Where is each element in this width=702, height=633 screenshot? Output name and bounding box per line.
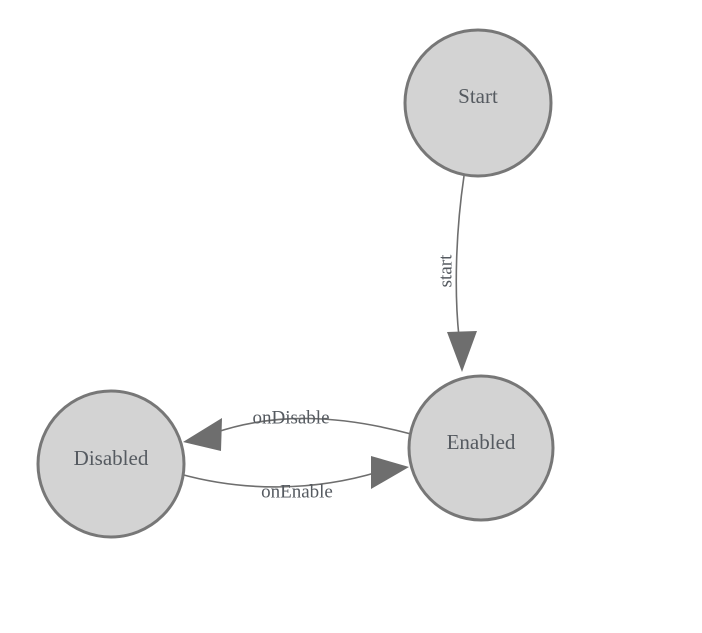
node-enabled[interactable]: Enabled	[407, 374, 555, 522]
edge-label-on-enable: onEnable	[261, 481, 333, 502]
node-disabled[interactable]: Disabled	[36, 389, 186, 539]
edge-enabled-to-disabled[interactable]	[183, 417, 412, 451]
node-enabled-circle	[407, 374, 555, 522]
edge-enabled-to-disabled-path	[213, 417, 412, 435]
edge-disabled-to-enabled-arrowhead	[371, 456, 409, 489]
node-start[interactable]: Start	[403, 28, 553, 178]
edge-start-to-enabled[interactable]	[447, 175, 477, 372]
edge-start-to-enabled-path	[455, 175, 465, 338]
node-disabled-label: Disabled	[74, 446, 149, 470]
node-disabled-circle	[36, 389, 186, 539]
edge-disabled-to-enabled[interactable]	[179, 456, 409, 489]
edge-start-to-enabled-arrowhead	[447, 331, 477, 372]
node-enabled-label: Enabled	[447, 430, 516, 454]
edge-label-on-disable: onDisable	[252, 407, 329, 428]
node-start-label: Start	[458, 84, 498, 108]
edge-disabled-to-enabled-path	[179, 471, 379, 488]
node-start-circle	[403, 28, 553, 178]
edge-label-start: start	[435, 254, 456, 287]
edge-enabled-to-disabled-arrowhead	[183, 418, 222, 451]
